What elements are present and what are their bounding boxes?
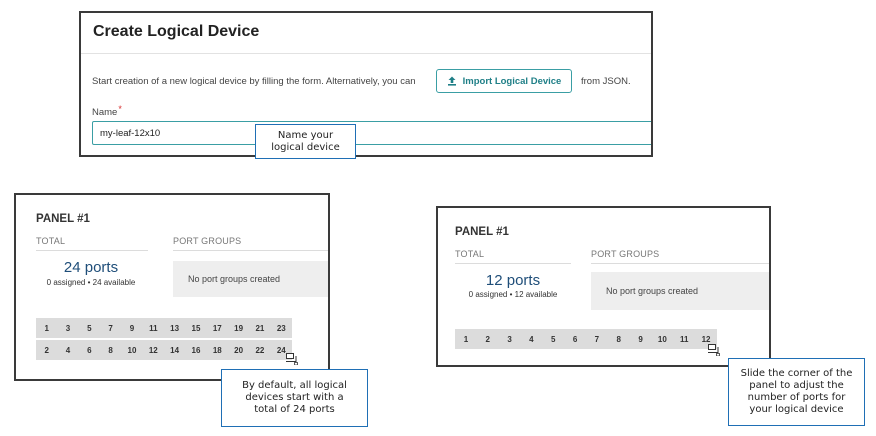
port-groups-header: PORT GROUPS [173, 236, 242, 246]
port-number[interactable]: 21 [255, 323, 265, 333]
upload-icon [447, 76, 456, 86]
port-number[interactable]: 12 [148, 345, 158, 355]
port-number[interactable]: 9 [638, 334, 643, 344]
port-number[interactable]: 4 [529, 334, 534, 344]
no-port-groups-box: No port groups created [591, 272, 769, 310]
port-groups-header: PORT GROUPS [591, 249, 660, 259]
no-port-groups-text: No port groups created [188, 274, 281, 284]
port-groups-divider [591, 263, 769, 264]
port-number[interactable]: 1 [463, 334, 469, 344]
port-number[interactable]: 7 [594, 334, 600, 344]
name-label-text: Name [92, 107, 118, 118]
port-number[interactable]: 2 [485, 334, 490, 344]
callout-default-ports: By default, all logical devices start wi… [221, 369, 368, 427]
intro-text: Start creation of a new logical device b… [92, 76, 416, 87]
port-number[interactable]: 6 [87, 345, 92, 355]
port-number[interactable]: 22 [255, 345, 265, 355]
port-number[interactable]: 11 [149, 323, 158, 333]
create-logical-device-panel: Create Logical Device Start creation of … [79, 11, 653, 157]
port-number[interactable]: 16 [191, 345, 201, 355]
port-number[interactable]: 15 [191, 323, 201, 333]
required-mark: * [118, 104, 122, 114]
resize-handle-icon[interactable] [708, 344, 720, 356]
port-number[interactable]: 18 [212, 345, 222, 355]
port-number[interactable]: 7 [108, 323, 113, 333]
port-number[interactable]: 17 [212, 323, 222, 333]
port-number[interactable]: 12 [701, 334, 711, 344]
port-number[interactable]: 23 [276, 323, 286, 333]
port-number[interactable]: 6 [572, 334, 578, 344]
name-label: Name* [92, 104, 122, 118]
callout-name: Name your logical device [255, 124, 356, 159]
callout-slide-corner: Slide the corner of the panel to adjust … [728, 358, 865, 426]
from-json-text: from JSON. [581, 76, 631, 87]
total-header: TOTAL [36, 236, 66, 246]
port-number[interactable]: 2 [44, 345, 49, 355]
page-title: Create Logical Device [93, 23, 260, 40]
ports-count: 24 ports [63, 259, 119, 276]
ports-count: 12 ports [485, 272, 541, 289]
port-number[interactable]: 1 [44, 323, 49, 333]
port-number[interactable]: 24 [276, 345, 286, 355]
port-groups-divider [173, 250, 328, 251]
port-number[interactable]: 4 [65, 345, 71, 355]
total-header: TOTAL [455, 249, 485, 259]
port-number[interactable]: 19 [234, 323, 244, 333]
port-number[interactable]: 11 [679, 334, 689, 344]
port-number[interactable]: 8 [108, 345, 113, 355]
port-number[interactable]: 3 [507, 334, 512, 344]
panel-title: PANEL #1 [455, 226, 509, 238]
ports-assigned-available: 0 assigned • 24 available [46, 278, 136, 287]
total-divider [455, 263, 571, 264]
port-number[interactable]: 5 [551, 334, 556, 344]
import-button-label: Import Logical Device [462, 75, 562, 87]
port-number[interactable]: 20 [234, 345, 244, 355]
panel-12-ports: PANEL #1 TOTAL PORT GROUPS 12 ports 0 as… [436, 206, 771, 367]
port-number[interactable]: 9 [129, 323, 135, 333]
port-number[interactable]: 8 [616, 334, 621, 344]
panel-title: PANEL #1 [36, 213, 90, 225]
port-number[interactable]: 10 [127, 345, 137, 355]
port-number[interactable]: 10 [657, 334, 667, 344]
total-divider [36, 250, 148, 251]
port-number[interactable]: 5 [87, 323, 92, 333]
import-logical-device-button[interactable]: Import Logical Device [436, 69, 572, 93]
no-port-groups-text: No port groups created [606, 286, 699, 296]
panel-24-ports: PANEL #1 TOTAL PORT GROUPS 24 ports 0 as… [14, 193, 330, 381]
resize-handle-icon[interactable] [286, 353, 298, 365]
no-port-groups-box: No port groups created [173, 261, 328, 297]
port-number[interactable]: 14 [170, 345, 180, 355]
title-divider [81, 53, 651, 54]
name-input[interactable] [92, 121, 651, 145]
port-number[interactable]: 13 [170, 323, 180, 333]
port-number[interactable]: 3 [65, 323, 71, 333]
ports-assigned-available: 0 assigned • 12 available [468, 290, 558, 299]
